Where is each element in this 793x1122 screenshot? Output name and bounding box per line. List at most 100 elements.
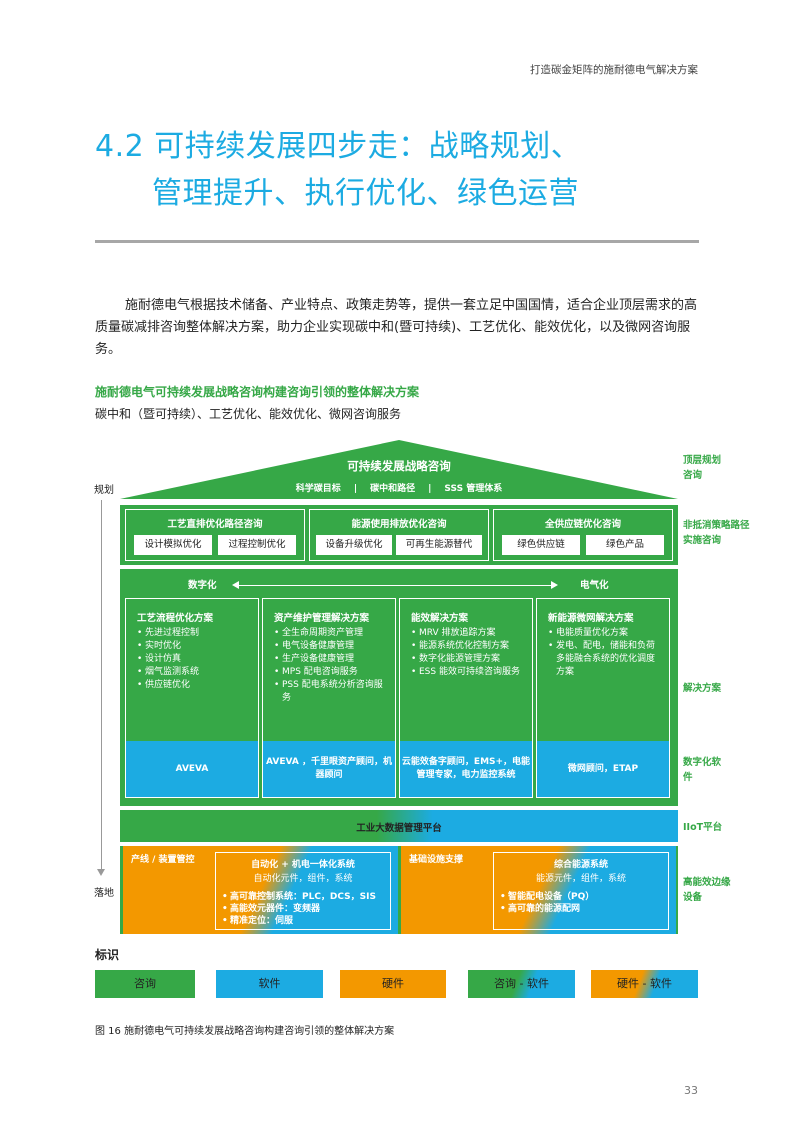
edge-inner-subtitle: 自动化元件，组件，系统 <box>253 874 353 884</box>
solution-item: 电能质量优化方案 <box>548 627 663 640</box>
solution-item: PSS 配电系统分析咨询服务 <box>274 679 389 705</box>
software-box: 云能效备字顾问，EMS+，电能管理专家，电力监控系统 <box>400 741 532 797</box>
edge-devices-block: 产线 / 装置管控 自动化 + 机电一体化系统 自动化元件，组件，系统 高可靠控… <box>120 846 678 934</box>
solution-column: 能效解决方案 MRV 排放追踪方案 能源系统优化控制方案 数字化能源管理方案 E… <box>399 598 533 798</box>
solution-column: 资产维护管理解决方案 全生命周期资产管理 电气设备健康管理 生产设备健康管理 M… <box>262 598 396 798</box>
roof-shape <box>120 440 678 499</box>
roof-separator: | <box>428 484 432 494</box>
legend-item-consulting: 咨询 <box>95 970 195 998</box>
figure-subheading: 碳中和（暨可持续）、工艺优化、能效优化、微网咨询服务 <box>95 407 402 421</box>
roof-item: 碳中和路径 <box>370 484 416 494</box>
edge-inner-title: 自动化 + 机电一体化系统 <box>251 860 355 870</box>
solution-item: MRV 排放追踪方案 <box>411 627 526 640</box>
solution-items: 先进过程控制 实时优化 设计仿真 烟气监测系统 供应链优化 <box>137 627 252 692</box>
solution-item: MPS 配电咨询服务 <box>274 666 389 679</box>
section-title-line-2: 管理提升、执行优化、绿色运营 <box>152 176 579 211</box>
group-box: 过程控制优化 <box>218 535 296 555</box>
roof-separator: | <box>353 484 358 494</box>
figure-heading: 施耐德电气可持续发展战略咨询构建咨询引领的整体解决方案 <box>95 385 420 399</box>
solution-item: 实时优化 <box>137 640 252 653</box>
double-arrow-icon <box>232 581 558 589</box>
group-box: 设计模拟优化 <box>134 535 212 555</box>
solution-item: 供应链优化 <box>137 679 252 692</box>
software-box: AVEVA <box>126 741 258 797</box>
vertical-bottom-label: 落地 <box>94 888 114 899</box>
axis-right-label: 电气化 <box>580 580 609 591</box>
axis-left-label: 数字化 <box>188 580 217 591</box>
vertical-arrow <box>97 500 105 876</box>
digital-electric-axis: 数字化 电气化 <box>120 577 678 593</box>
edge-item: 高可靠控制系统：PLC，DCS，SIS <box>222 891 376 903</box>
side-label: 数字化软件 <box>683 757 722 783</box>
legend-item-software: 软件 <box>216 970 323 998</box>
legend-item-hardware-software: 硬件 - 软件 <box>591 970 698 998</box>
solution-item: 数字化能源管理方案 <box>411 653 526 666</box>
solution-title: 新能源微网解决方案 <box>548 613 634 624</box>
group-box: 绿色供应链 <box>502 535 580 555</box>
iiot-platform-label: 工业大数据管理平台 <box>356 823 442 834</box>
solution-item: 先进过程控制 <box>137 627 252 640</box>
vertical-top-label: 规划 <box>94 485 114 496</box>
iiot-platform-bar <box>120 810 678 842</box>
group-title: 全供应链优化咨询 <box>544 519 621 530</box>
side-label: IIoT平台 <box>683 822 723 833</box>
page-number: 33 <box>684 1084 698 1097</box>
consulting-group: 工艺直排优化路径咨询 设计模拟优化 过程控制优化 <box>125 509 305 561</box>
title-divider <box>95 240 699 243</box>
edge-inner-box: 自动化 + 机电一体化系统 自动化元件，组件，系统 高可靠控制系统：PLC，DC… <box>215 852 391 930</box>
solution-title: 资产维护管理解决方案 <box>274 613 370 624</box>
consulting-group: 全供应链优化咨询 绿色供应链 绿色产品 <box>493 509 673 561</box>
edge-label: 产线 / 装置管控 <box>131 855 195 865</box>
legend-item-consulting-software: 咨询 - 软件 <box>468 970 575 998</box>
solution-item: 生产设备健康管理 <box>274 653 389 666</box>
solution-column: 新能源微网解决方案 电能质量优化方案 发电、配电，储能和负荷多能融合系统的优化调… <box>536 598 670 798</box>
solution-title: 工艺流程优化方案 <box>137 613 214 624</box>
side-label: 高能效边缘设备 <box>683 877 731 903</box>
group-box: 设备升级优化 <box>316 535 392 555</box>
solution-item: 能源系统优化控制方案 <box>411 640 526 653</box>
solution-title: 能效解决方案 <box>411 613 469 624</box>
solution-item: 发电、配电，储能和负荷多能融合系统的优化调度方案 <box>548 640 663 679</box>
solution-items: 全生命周期资产管理 电气设备健康管理 生产设备健康管理 MPS 配电咨询服务 P… <box>274 627 389 705</box>
software-box: AVEVA ，千里眼资产顾问，机器顾问 <box>263 741 395 797</box>
roof-item: SSS 管理体系 <box>444 484 503 494</box>
roof-item: 科学碳目标 <box>295 484 341 494</box>
edge-inner-subtitle: 能源元件，组件，系统 <box>535 874 626 884</box>
roof-title: 可持续发展战略咨询 <box>347 459 451 473</box>
edge-inner-title: 综合能源系统 <box>553 860 608 870</box>
group-box: 可再生能源替代 <box>396 535 482 555</box>
consulting-group: 能源使用排放优化咨询 设备升级优化 可再生能源替代 <box>309 509 489 561</box>
figure-caption: 图 16 施耐德电气可持续发展战略咨询构建咨询引领的整体解决方案 <box>95 1026 395 1037</box>
edge-label: 基础设施支撑 <box>409 855 464 865</box>
section-title-line-1: 4.2 可持续发展四步走：战略规划、 <box>95 129 582 164</box>
running-header: 打造碳金矩阵的施耐德电气解决方案 <box>530 64 698 76</box>
solution-item: ESS 能效可持续咨询服务 <box>411 666 526 679</box>
group-box: 绿色产品 <box>586 535 664 555</box>
solution-item: 烟气监测系统 <box>137 666 252 679</box>
section-title: 4.2 可持续发展四步走：战略规划、 管理提升、执行优化、绿色运营 <box>95 123 581 217</box>
group-title: 能源使用排放优化咨询 <box>351 519 447 530</box>
legend-item-hardware: 硬件 <box>340 970 446 998</box>
edge-half: 基础设施支撑 综合能源系统 能源元件，组件，系统 智能配电设备（PQ） 高可靠的… <box>401 846 676 934</box>
edge-items: 智能配电设备（PQ） 高可靠的能源配网 <box>500 891 594 915</box>
software-box: 微网顾问，ETAP <box>537 741 669 797</box>
side-label: 顶层规划咨询 <box>683 455 722 481</box>
edge-half: 产线 / 装置管控 自动化 + 机电一体化系统 自动化元件，组件，系统 高可靠控… <box>123 846 398 934</box>
body-paragraph: 施耐德电气根据技术储备、产业特点、政策走势等，提供一套立足中国国情，适合企业顶层… <box>95 298 698 357</box>
edge-items: 高可靠控制系统：PLC，DCS，SIS 高能效元器件：变频器 精准定位：伺服 <box>222 891 376 927</box>
edge-item: 智能配电设备（PQ） <box>500 891 594 903</box>
edge-item: 高能效元器件：变频器 <box>222 903 376 915</box>
legend-title: 标识 <box>95 948 120 962</box>
solution-items: 电能质量优化方案 发电、配电，储能和负荷多能融合系统的优化调度方案 <box>548 627 663 679</box>
edge-item: 高可靠的能源配网 <box>500 903 594 915</box>
solution-column: 工艺流程优化方案 先进过程控制 实时优化 设计仿真 烟气监测系统 供应链优化 A… <box>125 598 259 798</box>
solution-item: 设计仿真 <box>137 653 252 666</box>
roof-items: 科学碳目标 | 碳中和路径 | SSS 管理体系 <box>120 481 678 494</box>
solution-item: 电气设备健康管理 <box>274 640 389 653</box>
edge-item: 精准定位：伺服 <box>222 915 376 927</box>
solution-items: MRV 排放追踪方案 能源系统优化控制方案 数字化能源管理方案 ESS 能效可持… <box>411 627 526 679</box>
edge-inner-box: 综合能源系统 能源元件，组件，系统 智能配电设备（PQ） 高可靠的能源配网 <box>493 852 669 930</box>
solution-item: 全生命周期资产管理 <box>274 627 389 640</box>
consulting-row: 工艺直排优化路径咨询 设计模拟优化 过程控制优化 能源使用排放优化咨询 设备升级… <box>120 505 678 565</box>
side-label: 解决方案 <box>683 683 722 694</box>
